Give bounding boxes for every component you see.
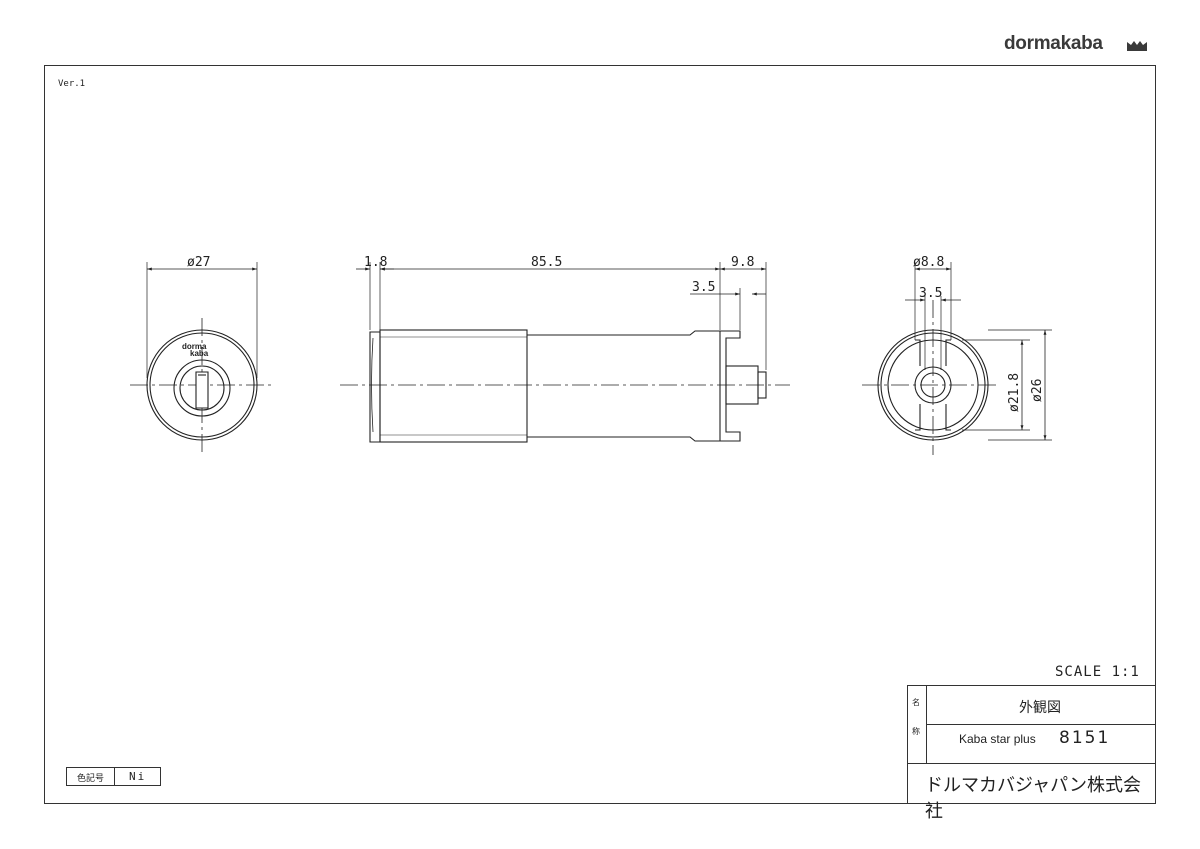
model-number: 8151 bbox=[1059, 728, 1111, 748]
rear-outer-dia-label: ø26 bbox=[1030, 379, 1045, 402]
name-label-1: 名 bbox=[912, 698, 920, 707]
dormakaba-logo: dormakaba bbox=[1004, 33, 1103, 54]
rear-view bbox=[862, 262, 1052, 455]
color-code-box: 色記号 Ni bbox=[66, 767, 161, 786]
scale-label: SCALE 1:1 bbox=[1055, 664, 1140, 680]
side-view bbox=[340, 262, 790, 443]
side-tail-step-label: 3.5 bbox=[692, 280, 715, 295]
crown-mark-icon bbox=[1127, 41, 1147, 51]
product-name: Kaba star plus bbox=[959, 732, 1036, 746]
side-flange-label: 1.8 bbox=[364, 255, 387, 270]
side-tail-label: 9.8 bbox=[731, 255, 754, 270]
rear-inner-dia-label: ø8.8 bbox=[913, 255, 944, 270]
side-length-label: 85.5 bbox=[531, 255, 562, 270]
rear-mid-dia-label: ø21.8 bbox=[1007, 373, 1022, 412]
name-label-2: 称 bbox=[912, 727, 920, 736]
front-view bbox=[130, 262, 275, 455]
rear-slot-label: 3.5 bbox=[919, 286, 942, 301]
company-name: ドルマカバジャパン株式会社 bbox=[925, 775, 1141, 822]
color-code-value: Ni bbox=[129, 770, 147, 783]
version-label: Ver.1 bbox=[58, 79, 86, 89]
color-code-label: 色記号 bbox=[77, 774, 105, 784]
face-marking-line2: kaba bbox=[190, 349, 209, 358]
face-marking-line1: dorma bbox=[182, 342, 207, 351]
drawing-frame bbox=[44, 65, 1156, 804]
front-diameter-label: ø27 bbox=[187, 255, 210, 270]
drawing-title: 外観図 bbox=[1019, 700, 1061, 716]
title-block: 名 称 外観図 Kaba star plus 8151 ドルマカバジャパン株式会… bbox=[907, 685, 1156, 822]
